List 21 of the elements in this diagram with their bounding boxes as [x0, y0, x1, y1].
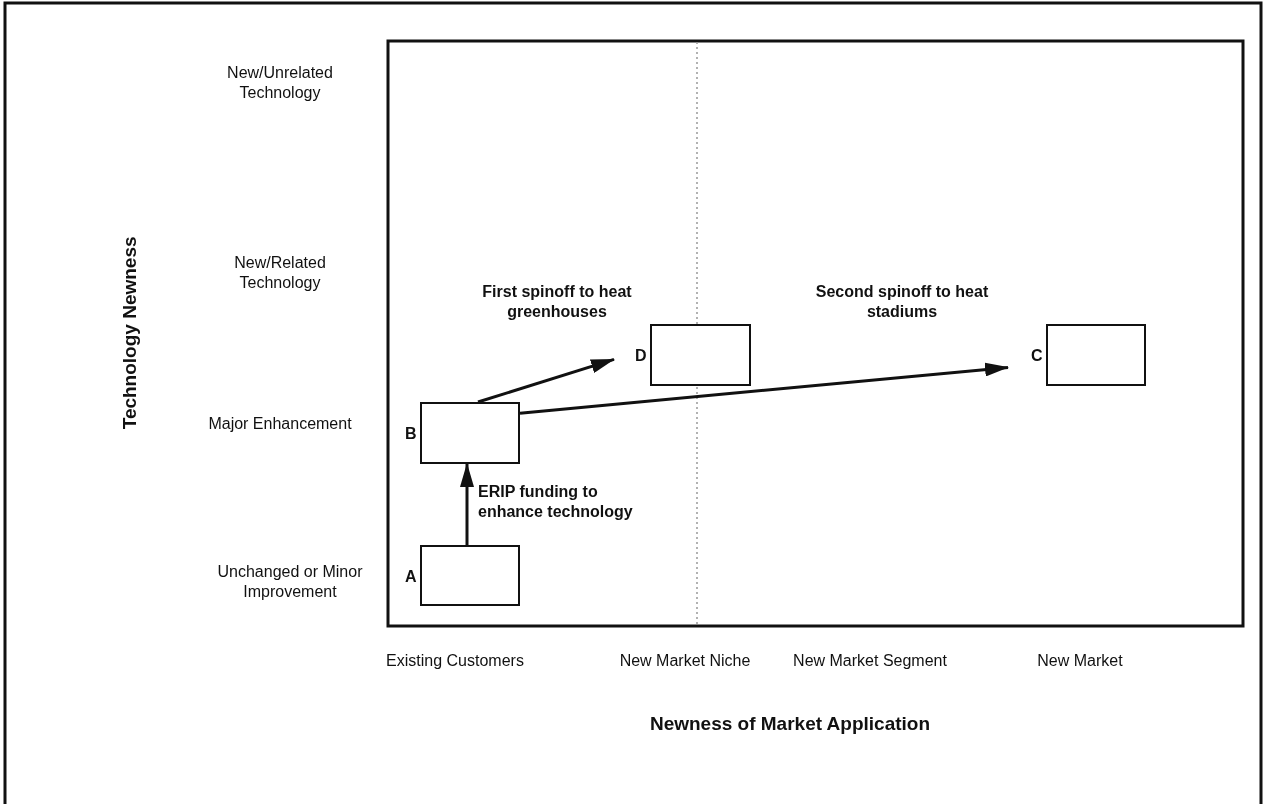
empty-box: [420, 402, 520, 464]
axis-category-label: Existing Customers: [385, 651, 525, 671]
axis-category-label: Major Enhancement: [207, 414, 353, 434]
arrow: [460, 463, 474, 545]
axis-category-label: Unchanged or Minor Improvement: [216, 562, 364, 602]
axis-title: Newness of Market Application: [648, 712, 932, 736]
axis-category-label: New/Unrelated Technology: [226, 63, 334, 103]
arrow: [519, 362, 1009, 415]
node-letter: C: [1031, 347, 1043, 365]
axis-title: Technology Newness: [118, 235, 142, 432]
node-letter: B: [405, 425, 417, 443]
empty-box: [1046, 324, 1146, 386]
axis-category-label: New Market Segment: [792, 651, 948, 671]
arrow: [477, 357, 615, 404]
node-letter: D: [635, 347, 647, 365]
node-letter: A: [405, 567, 417, 586]
axis-category-label: New/Related Technology: [233, 253, 327, 293]
empty-box: [420, 545, 520, 606]
axis-category-label: New Market: [1036, 651, 1124, 671]
axis-category-label: New Market Niche: [618, 651, 752, 671]
empty-box: [650, 324, 751, 386]
